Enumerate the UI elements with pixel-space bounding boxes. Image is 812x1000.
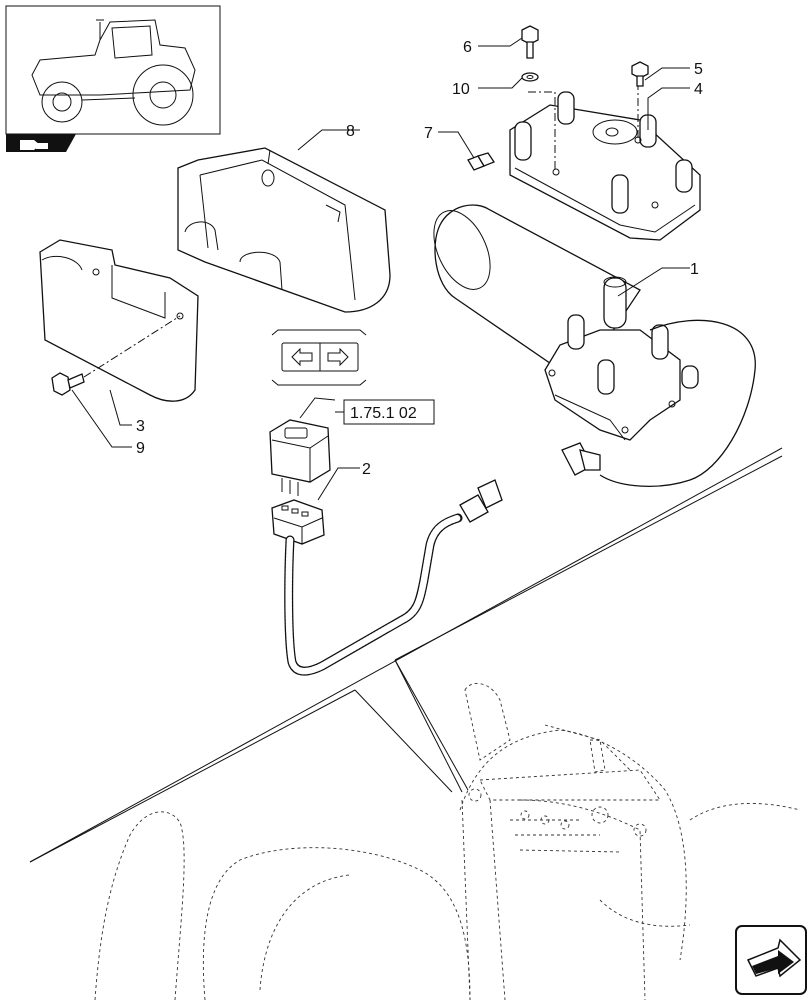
book-arrow-icon[interactable] (6, 134, 76, 152)
callout-2: 2 (362, 461, 371, 478)
leader-lines (71, 37, 690, 501)
callout-4: 4 (694, 81, 703, 98)
part-1-motor[interactable] (422, 202, 756, 487)
reference-box[interactable]: 1.75.1 02 (343, 399, 435, 425)
part-2-harness[interactable] (271, 479, 503, 676)
callout-7: 7 (424, 125, 433, 142)
callout-8: 8 (346, 123, 355, 140)
part-3-side-panel[interactable] (39, 239, 199, 402)
part-7-pin[interactable] (467, 152, 495, 171)
callout-1: 1 (690, 261, 699, 278)
callout-3: 3 (136, 418, 145, 435)
part-5-bolt[interactable] (631, 61, 649, 87)
callout-10: 10 (452, 81, 470, 98)
part-8-cover[interactable] (177, 147, 391, 313)
part-9-screw[interactable] (51, 315, 181, 396)
callout-6: 6 (463, 39, 472, 56)
callout-9: 9 (136, 440, 145, 457)
tractor-thumbnail-icon[interactable] (5, 5, 221, 135)
next-page-arrow-icon[interactable] (735, 925, 807, 995)
part-10-washer[interactable] (521, 72, 539, 82)
part-6-bolt[interactable] (521, 25, 539, 59)
reference-code: 1.75.1 02 (350, 405, 417, 422)
switch[interactable] (269, 397, 336, 496)
left-right-arrows-icon (271, 329, 367, 386)
callout-5: 5 (694, 61, 703, 78)
cab-outline (29, 447, 783, 863)
part-4-bracket[interactable] (509, 82, 701, 241)
cab-seat-console (94, 683, 801, 1000)
